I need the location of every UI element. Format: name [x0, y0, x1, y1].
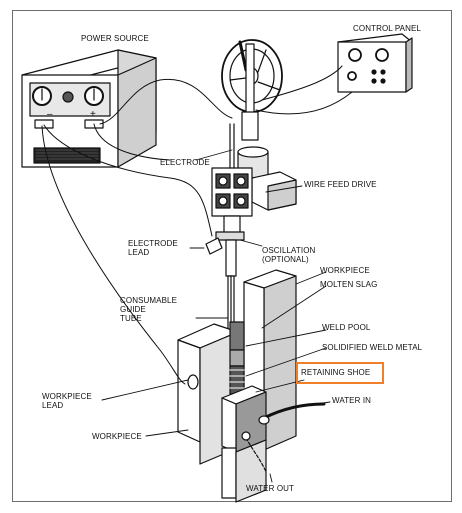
diagram-frame — [12, 10, 452, 502]
negative-polarity-mark: – — [47, 109, 53, 120]
label-water-in: WATER IN — [332, 396, 372, 405]
leader-lines — [101, 149, 331, 483]
label-power-source: POWER SOURCE — [81, 34, 149, 43]
label-solidified-weld-metal: SOLIDIFIED WELD METAL — [322, 343, 423, 352]
positive-polarity-mark: + — [90, 109, 96, 120]
label-control-panel: CONTROL PANEL — [353, 24, 421, 33]
label-consumable-guide-tube: CONSUMABLE GUIDE TUBE — [120, 296, 178, 323]
water-hoses — [241, 402, 326, 473]
label-electrode: ELECTRODE — [160, 158, 210, 167]
label-wire-feed-drive: WIRE FEED DRIVE — [304, 180, 377, 189]
label-molten-slag: MOLTEN SLAG — [320, 280, 378, 289]
electrode-lead-clamp — [205, 237, 223, 255]
label-weld-pool: WELD POOL — [322, 323, 371, 332]
label-retaining-shoe: RETAINING SHOE — [301, 368, 371, 377]
wire-feed-drive — [211, 111, 297, 217]
label-water-out: WATER OUT — [246, 484, 295, 493]
control-panel-unit — [337, 33, 413, 93]
label-oscillation: OSCILLATION (OPTIONAL) — [262, 246, 316, 264]
cables — [41, 65, 353, 385]
weld-zone — [229, 321, 245, 395]
guide-tube — [215, 215, 245, 367]
label-workpiece-lead: WORKPIECE LEAD — [42, 392, 92, 410]
wire-spool — [221, 39, 283, 125]
retaining-shoe-highlight-box — [296, 362, 384, 384]
label-workpiece-bottom: WORKPIECE — [92, 432, 142, 441]
power-source-unit — [21, 49, 157, 168]
label-workpiece-top: WORKPIECE — [320, 266, 370, 275]
label-electrode-lead: ELECTRODE LEAD — [128, 239, 178, 257]
